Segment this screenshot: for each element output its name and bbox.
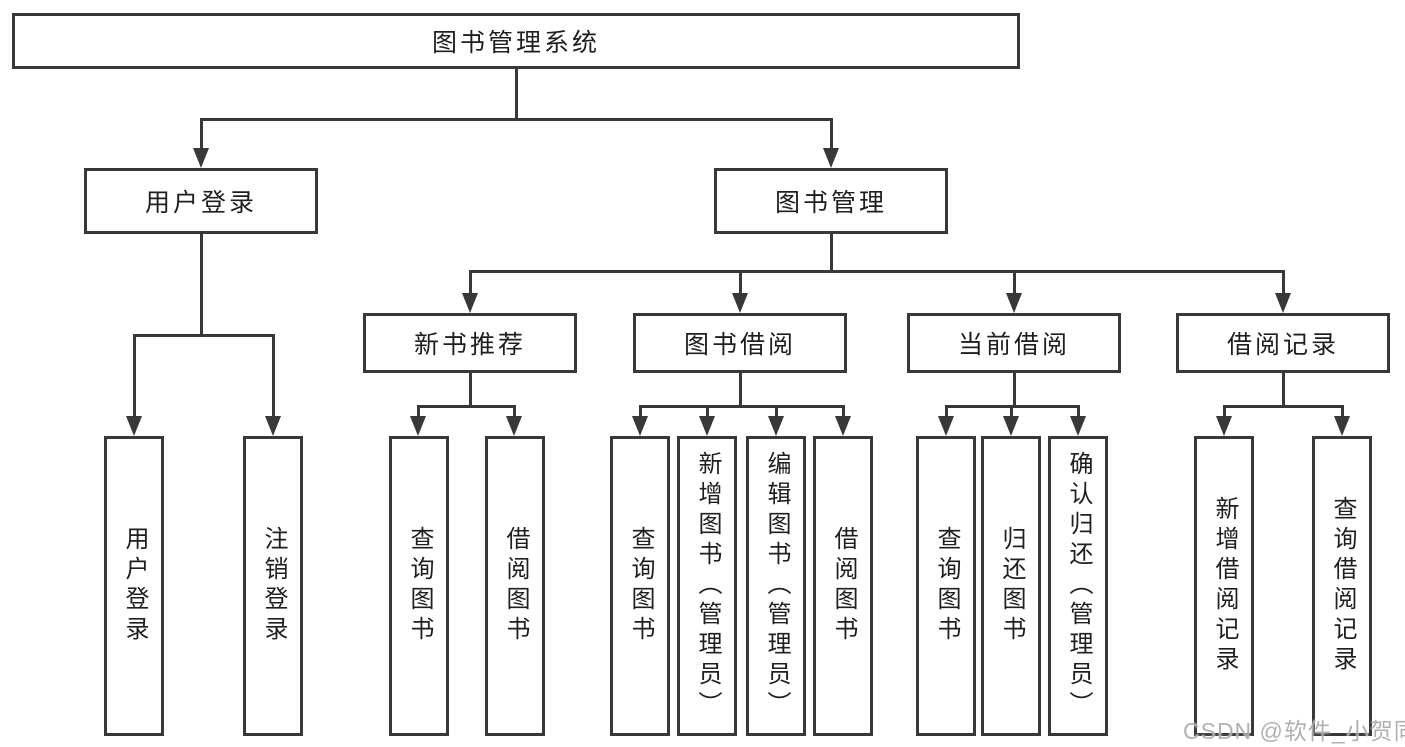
node-label: 查询借阅记录	[1329, 496, 1356, 676]
connector-line-vertical	[829, 118, 833, 151]
arrowhead-down-icon	[506, 416, 522, 436]
arrowhead-down-icon	[1006, 293, 1022, 313]
node-label: 新书推荐	[413, 331, 526, 359]
connector-line-vertical	[705, 405, 709, 417]
arrowhead-down-icon	[699, 416, 715, 436]
connector-line-vertical	[1281, 270, 1285, 295]
arrowhead-down-icon	[732, 293, 748, 313]
node-label: 确认归还（管理员）	[1065, 451, 1092, 721]
leaf-newbook-borrow-books: 借阅图书	[485, 436, 545, 736]
leaf-borrow-add-books-admin: 新增图书（管理员）	[677, 436, 737, 736]
connector-line-vertical	[1076, 405, 1080, 417]
arrowhead-down-icon	[1275, 293, 1291, 313]
connector-line-horizontal	[417, 405, 516, 408]
connector-line-vertical	[774, 405, 778, 417]
node-label: 当前借阅	[957, 331, 1070, 359]
connector-line-vertical	[468, 373, 472, 408]
node-label: 新增借阅记录	[1211, 496, 1238, 676]
node-label: 借阅记录	[1226, 331, 1339, 359]
leaf-current-query-books: 查询图书	[916, 436, 976, 736]
arrowhead-down-icon	[1334, 416, 1350, 436]
connector-line-vertical	[829, 234, 833, 273]
leaf-current-confirm-return-admin: 确认归还（管理员）	[1048, 436, 1108, 736]
connector-line-horizontal	[469, 270, 1285, 273]
connector-line-horizontal	[200, 118, 833, 121]
connector-line-horizontal	[945, 405, 1080, 408]
node-label: 图书管理系统	[431, 29, 600, 57]
node-label: 查询图书	[406, 526, 433, 646]
leaf-user-login: 用户登录	[104, 436, 164, 736]
arrowhead-down-icon	[462, 293, 478, 313]
connector-line-vertical	[1340, 405, 1344, 417]
connector-line-vertical	[1009, 405, 1013, 417]
arrowhead-down-icon	[193, 148, 209, 168]
node-borrowing-records: 借阅记录	[1176, 313, 1390, 373]
arrowhead-down-icon	[265, 416, 281, 436]
leaf-logout: 注销登录	[243, 436, 303, 736]
node-book-management: 图书管理	[714, 168, 948, 234]
leaf-borrow-borrow-books: 借阅图书	[813, 436, 873, 736]
connector-line-vertical	[944, 405, 948, 417]
connector-line-vertical	[132, 334, 136, 417]
connector-line-vertical	[271, 334, 275, 417]
connector-line-vertical	[1222, 405, 1226, 417]
node-label: 用户登录	[144, 189, 257, 217]
leaf-borrow-edit-books-admin: 编辑图书（管理员）	[746, 436, 806, 736]
node-label: 图书管理	[774, 189, 887, 217]
connector-line-vertical	[1281, 373, 1285, 408]
connector-line-horizontal	[639, 405, 845, 408]
arrowhead-down-icon	[126, 416, 142, 436]
arrowhead-down-icon	[938, 416, 954, 436]
csdn-watermark: CSDN @软件_小贺同学	[1183, 718, 1405, 744]
node-book-borrowing: 图书借阅	[633, 313, 847, 373]
connector-line-vertical	[1012, 270, 1016, 295]
node-user-login: 用户登录	[84, 168, 318, 234]
arrowhead-down-icon	[1003, 416, 1019, 436]
arrowhead-down-icon	[768, 416, 784, 436]
leaf-records-query-record: 查询借阅记录	[1312, 436, 1372, 736]
connector-line-vertical	[1012, 373, 1016, 408]
leaf-records-add-record: 新增借阅记录	[1194, 436, 1254, 736]
node-label: 编辑图书（管理员）	[763, 451, 790, 721]
connector-line-vertical	[416, 405, 420, 417]
connector-line-vertical	[199, 118, 203, 151]
node-label: 查询图书	[627, 526, 654, 646]
node-label: 新增图书（管理员）	[694, 451, 721, 721]
node-root-library-system: 图书管理系统	[12, 13, 1020, 69]
arrowhead-down-icon	[835, 416, 851, 436]
connector-line-vertical	[514, 69, 518, 121]
leaf-borrow-query-books: 查询图书	[610, 436, 670, 736]
leaf-current-return-books: 归还图书	[981, 436, 1041, 736]
leaf-newbook-query-books: 查询图书	[389, 436, 449, 736]
connector-line-vertical	[512, 405, 516, 417]
node-label: 注销登录	[260, 526, 287, 646]
connector-line-vertical	[638, 405, 642, 417]
node-label: 图书借阅	[683, 331, 796, 359]
connector-line-vertical	[199, 234, 203, 337]
node-label: 用户登录	[121, 526, 148, 646]
connector-line-vertical	[738, 270, 742, 295]
node-new-book-recommend: 新书推荐	[363, 313, 577, 373]
node-label: 查询图书	[933, 526, 960, 646]
connector-line-vertical	[468, 270, 472, 295]
connector-line-vertical	[841, 405, 845, 417]
connector-line-horizontal	[1223, 405, 1344, 408]
arrowhead-down-icon	[1070, 416, 1086, 436]
node-current-borrowing: 当前借阅	[907, 313, 1121, 373]
arrowhead-down-icon	[823, 148, 839, 168]
node-label: 借阅图书	[502, 526, 529, 646]
arrowhead-down-icon	[632, 416, 648, 436]
node-label: 借阅图书	[830, 526, 857, 646]
node-label: 归还图书	[998, 526, 1025, 646]
arrowhead-down-icon	[410, 416, 426, 436]
connector-line-vertical	[738, 373, 742, 408]
arrowhead-down-icon	[1216, 416, 1232, 436]
connector-line-horizontal	[133, 334, 275, 337]
